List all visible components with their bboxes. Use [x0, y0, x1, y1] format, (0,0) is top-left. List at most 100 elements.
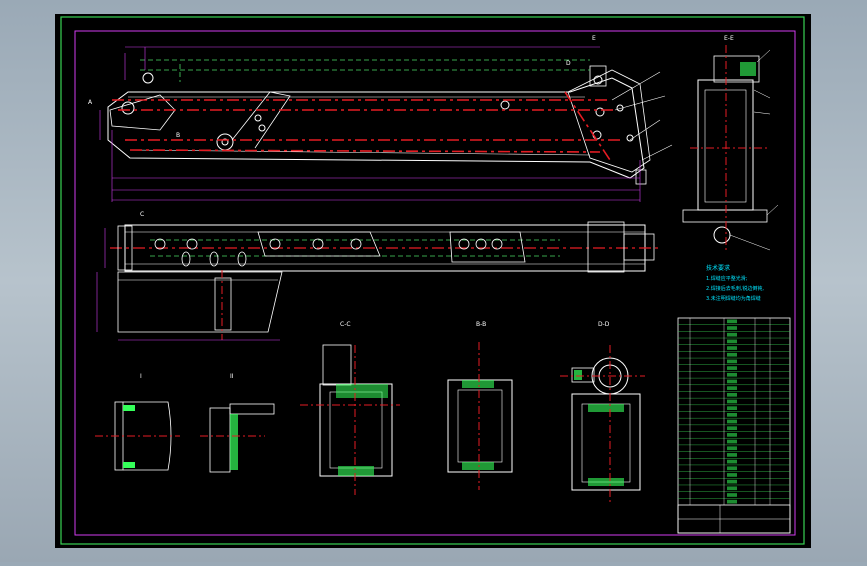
ref-mark-d: D — [566, 60, 571, 67]
ref-mark-c: C — [140, 211, 144, 218]
note-line-1: 1.焊缝应平整光滑; — [706, 275, 748, 282]
section-d-d-title: D-D — [598, 321, 610, 328]
leader-line — [611, 71, 661, 101]
section-c-c-title: C-C — [340, 321, 351, 328]
detail-ii-weld — [230, 414, 238, 470]
end-bracket — [117, 225, 133, 271]
hinge-pin — [121, 101, 135, 115]
bom-cell-mark — [727, 406, 737, 410]
bom-cell-mark — [727, 332, 737, 337]
pin-lug — [589, 65, 607, 87]
link-bar — [257, 231, 381, 257]
bolt-hole — [458, 238, 470, 250]
bom-cell-mark — [727, 466, 737, 471]
parts-list-table — [677, 317, 791, 534]
ref-mark-e: E — [592, 35, 596, 42]
bolt-hole — [475, 238, 487, 250]
dd-ear-hatch — [574, 370, 582, 380]
boom-elevation-view: A B E D — [88, 35, 673, 202]
section-b-b-view: B-B — [447, 321, 513, 490]
bom-cell-mark — [727, 319, 737, 324]
centerline — [129, 149, 601, 153]
detail-ii-view: II — [200, 373, 275, 473]
note-line-2: 2.焊接后去毛刺,锐边倒钝, — [706, 285, 764, 292]
slot-hole — [237, 251, 247, 267]
detail-i-title: I — [140, 373, 142, 380]
bom-cell-mark — [727, 439, 737, 444]
centerline — [564, 91, 611, 161]
bom-cell-mark — [727, 433, 737, 437]
bb-hatch-top — [462, 380, 494, 388]
detail-i-weld — [123, 405, 135, 411]
bom-rows — [678, 318, 790, 505]
bom-cell-mark — [727, 392, 737, 397]
boom-pin — [500, 100, 510, 110]
right-bracket-plate — [567, 69, 651, 173]
ee-top-lug — [713, 55, 760, 83]
bom-cell-mark — [727, 479, 737, 484]
bb-hatch-bottom — [462, 462, 494, 470]
bom-cell-mark — [727, 359, 737, 364]
bom-cell-mark — [727, 446, 737, 451]
bolt-hole — [312, 238, 324, 250]
bom-cell-mark — [727, 352, 737, 357]
left-hinge-plate — [109, 94, 176, 131]
boom-plan-view: C — [96, 211, 660, 341]
slot-hole — [209, 251, 219, 267]
outer-frame — [60, 16, 805, 545]
leader-line — [614, 95, 666, 111]
bom-cell-mark — [727, 459, 737, 464]
ref-mark-b: B — [176, 132, 180, 139]
hinge-pin — [221, 138, 229, 146]
dd-hatch-top — [588, 404, 624, 412]
bom-cell-mark — [727, 413, 737, 417]
bracket-pin — [258, 124, 266, 132]
leader-line — [753, 111, 771, 115]
leader-line — [641, 144, 673, 161]
bom-cell-mark — [727, 366, 737, 370]
boom-outline — [107, 77, 645, 179]
leader-line — [753, 89, 771, 99]
note-line-3: 3.未注明焊缝均为角焊缝 — [706, 295, 761, 302]
bolt-hole — [269, 238, 281, 250]
bolt-hole — [154, 238, 166, 250]
dd-hatch-bottom — [588, 478, 624, 486]
leader-line — [756, 49, 771, 63]
bom-cell-mark — [727, 453, 737, 457]
leader-line — [766, 204, 779, 216]
ee-top-weld — [740, 62, 756, 76]
cc-hatch-bottom — [338, 466, 374, 476]
section-d-d-view: D-D — [560, 321, 645, 505]
detail-i-weld — [123, 462, 135, 468]
detail-ii-flange — [229, 403, 275, 415]
technical-notes: 技术要求 1.焊缝应平整光滑; 2.焊接后去毛刺,锐边倒钝, 3.未注明焊缝均为… — [706, 264, 764, 302]
bracket-pin — [254, 114, 262, 122]
bom-cell-mark — [727, 399, 737, 404]
section-c-c-view: C-C — [300, 321, 400, 495]
section-e-e-title: E-E — [724, 35, 734, 42]
leader-line — [729, 234, 771, 251]
bolt-hole — [491, 238, 503, 250]
bom-cell-mark — [727, 493, 737, 497]
right-pin — [593, 75, 603, 85]
inner-frame — [74, 30, 796, 536]
drawing-sheet — [55, 14, 811, 548]
bolt-hole — [186, 238, 198, 250]
cc-hatch-top — [336, 384, 388, 398]
right-pin — [595, 107, 605, 117]
bom-cell-mark — [727, 346, 737, 350]
pin-lug — [635, 169, 647, 185]
section-b-b-title: B-B — [476, 321, 486, 328]
link-bar — [449, 231, 526, 263]
bom-cell-mark — [727, 473, 737, 477]
cylinder-bracket — [231, 91, 291, 149]
bom-cell-mark — [727, 372, 737, 377]
bom-cell-mark — [727, 499, 737, 504]
detail-i-view: I — [95, 373, 180, 471]
bom-cell-mark — [727, 419, 737, 424]
bom-cell-mark — [727, 339, 737, 344]
leader-line — [629, 119, 661, 141]
notes-heading: 技术要求 — [706, 264, 730, 272]
